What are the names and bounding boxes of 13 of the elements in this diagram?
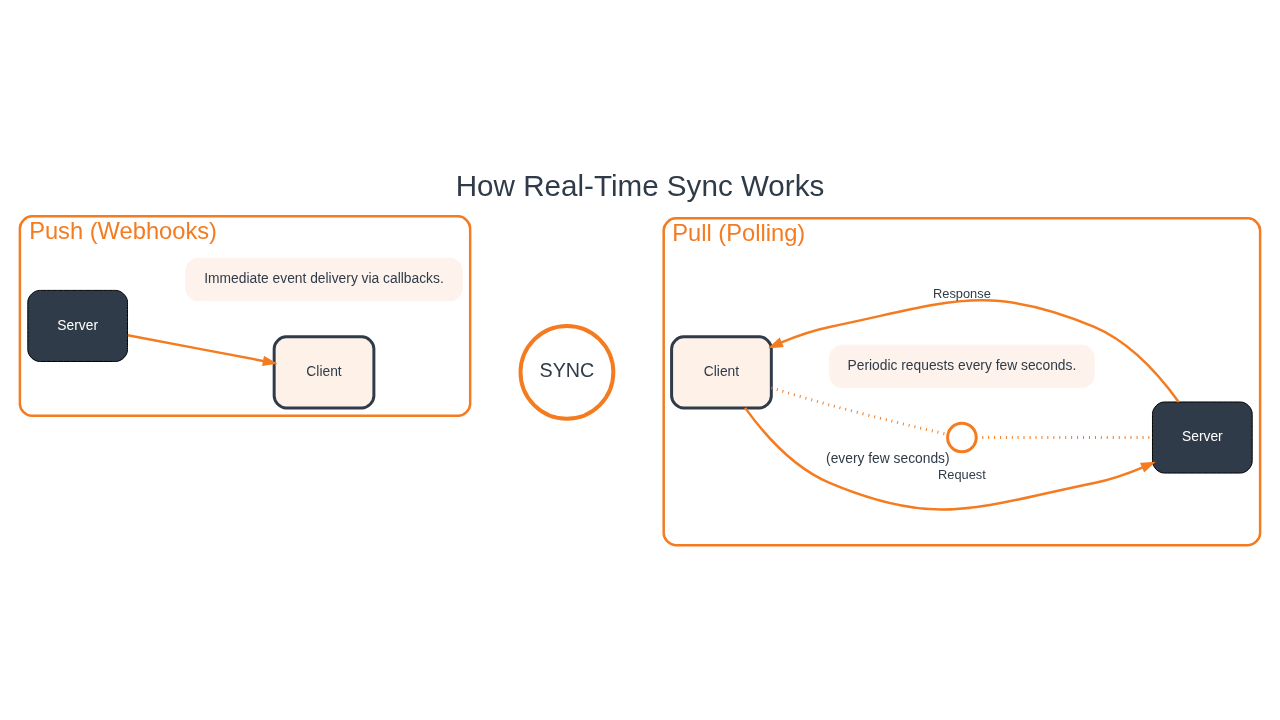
node-box: Client bbox=[272, 334, 376, 409]
edge-label: Request bbox=[938, 466, 986, 482]
node-circle bbox=[946, 421, 978, 453]
node-label: (every few seconds) bbox=[826, 449, 950, 466]
node-box: Client bbox=[670, 334, 773, 409]
node-circle: SYNC bbox=[518, 323, 616, 421]
edge-label: Response bbox=[933, 285, 991, 301]
arrow bbox=[768, 298, 1180, 403]
arrow bbox=[127, 333, 278, 366]
node-box: Server bbox=[1152, 400, 1253, 474]
diagram-title: How Real-Time Sync Works bbox=[455, 168, 825, 202]
arrow bbox=[744, 406, 1156, 511]
node-box: Server bbox=[27, 289, 128, 362]
